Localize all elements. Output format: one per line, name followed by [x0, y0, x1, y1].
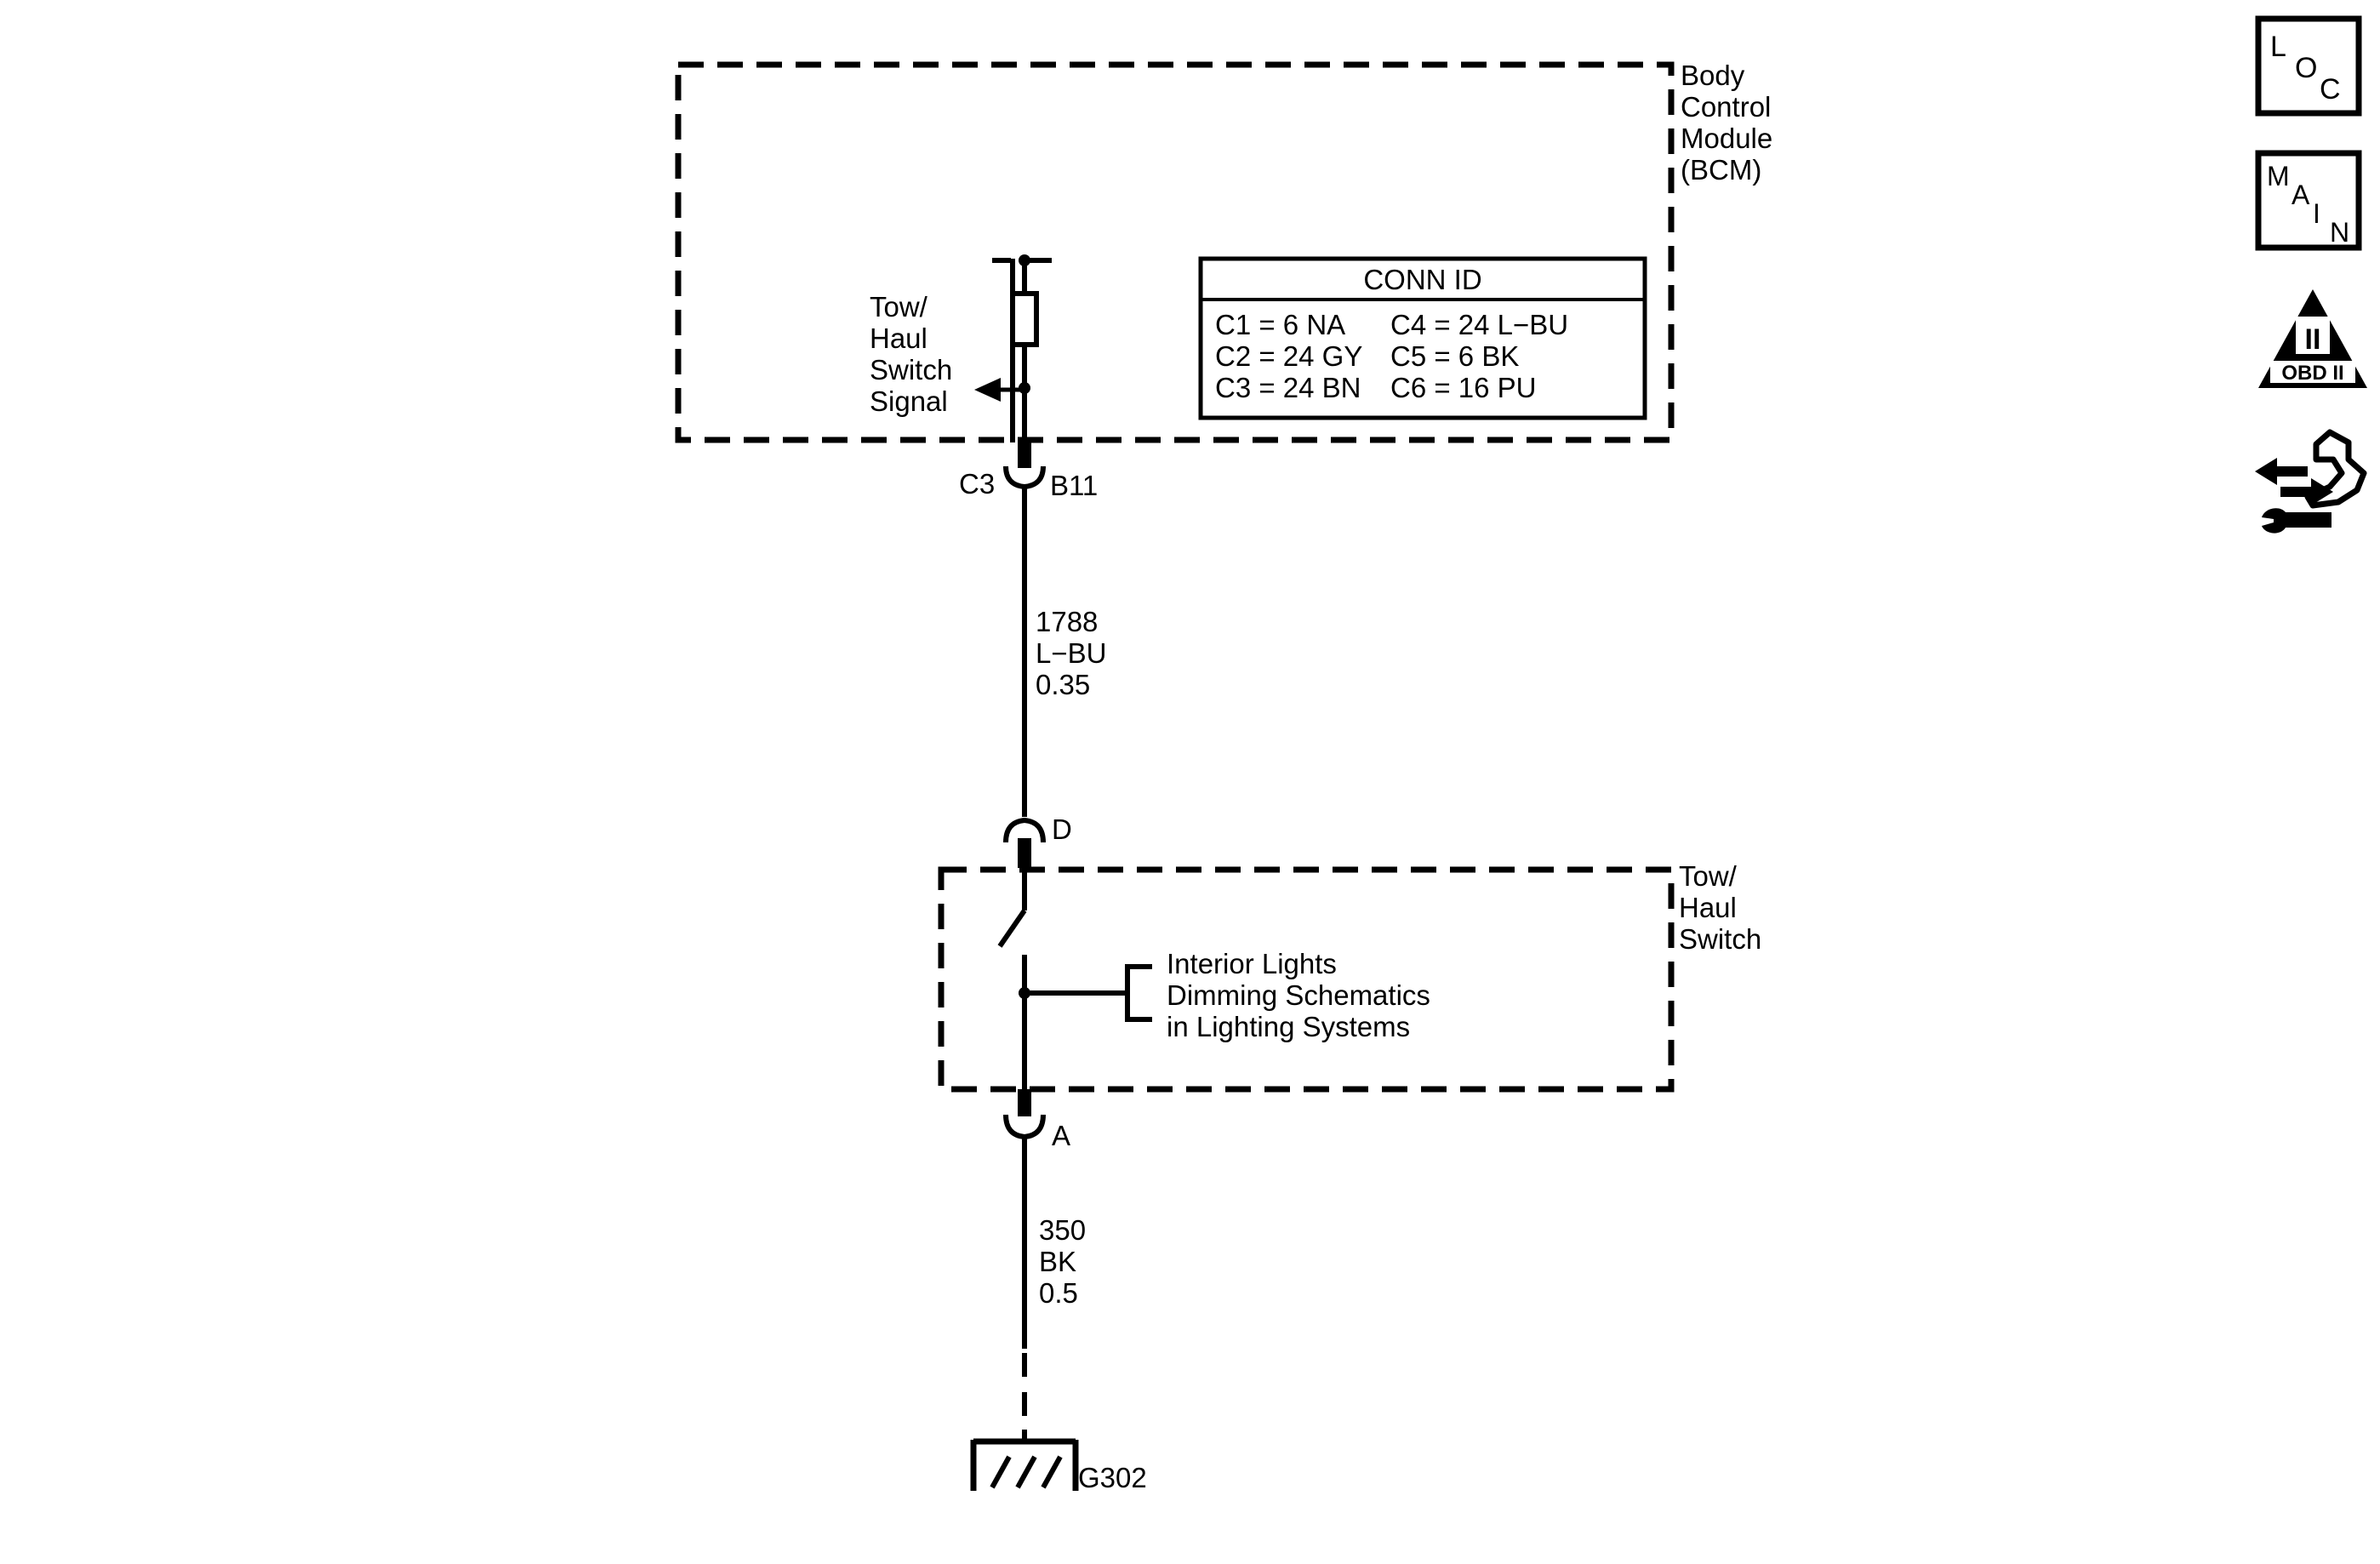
conn-id-row: C6 = 16 PU: [1390, 372, 1537, 403]
ground-label: G302: [1078, 1462, 1147, 1493]
main-icon[interactable]: M A I N: [2255, 150, 2362, 251]
conn-id-row: C2 = 24 GY: [1215, 340, 1362, 372]
svg-text:L: L: [2270, 31, 2286, 63]
conn-id-row: C1 = 6 NA: [1215, 309, 1345, 340]
switch-pin-a-label: A: [1052, 1120, 1070, 1151]
svg-text:N: N: [2330, 217, 2349, 248]
connector-tool-icon[interactable]: [2255, 429, 2367, 534]
conn-id-row: C4 = 24 L−BU: [1390, 309, 1568, 340]
reference-label: Interior Lights Dimming Schematics in Li…: [1167, 948, 1438, 1042]
svg-text:O: O: [2295, 52, 2317, 84]
svg-text:II: II: [2305, 323, 2321, 356]
conn-id-row: C3 = 24 BN: [1215, 372, 1361, 403]
bcm-internal-circuit: [974, 254, 1052, 442]
conn-id-table: CONN ID C1 = 6 NA C4 = 24 L−BU C2 = 24 G…: [1198, 256, 1647, 420]
switch-pin-d-label: D: [1052, 813, 1072, 845]
ground-symbol: [970, 1430, 1079, 1491]
switch-connector-a: [1003, 1089, 1046, 1140]
obd-ii-icon[interactable]: II OBD II: [2258, 289, 2367, 388]
svg-text:C: C: [2320, 73, 2341, 106]
tow-haul-switch-label: Tow/ Haul Switch: [1679, 860, 1761, 955]
loc-icon[interactable]: L O C: [2255, 15, 2362, 117]
conn-id-title: CONN ID: [1363, 264, 1481, 295]
switch-connector-d: [1003, 817, 1046, 868]
pull-up-resistor: [1010, 291, 1039, 347]
svg-text:I: I: [2313, 198, 2320, 229]
bcm-pin-label: B11: [1050, 470, 1098, 501]
signal-arrow: [974, 378, 1001, 402]
svg-text:OBD II: OBD II: [2281, 362, 2343, 385]
tow-haul-switch-contacts: [997, 868, 1152, 1093]
wire-1788-label: 1788 L−BU 0.35: [1036, 606, 1115, 700]
bcm-connector-label: C3: [959, 468, 995, 499]
wire-350-label: 350 BK 0.5: [1039, 1214, 1093, 1309]
bcm-module-outline: [675, 61, 1675, 443]
conn-id-row: C5 = 6 BK: [1390, 340, 1519, 372]
bcm-label: Body Control Module (BCM): [1681, 60, 1780, 186]
tow-haul-switch-outline: [938, 866, 1675, 1093]
svg-text:M: M: [2267, 161, 2290, 191]
bcm-connector-c3: [1003, 442, 1046, 490]
svg-text:A: A: [2292, 180, 2310, 210]
bcm-signal-label: Tow/ Haul Switch Signal: [870, 291, 960, 417]
